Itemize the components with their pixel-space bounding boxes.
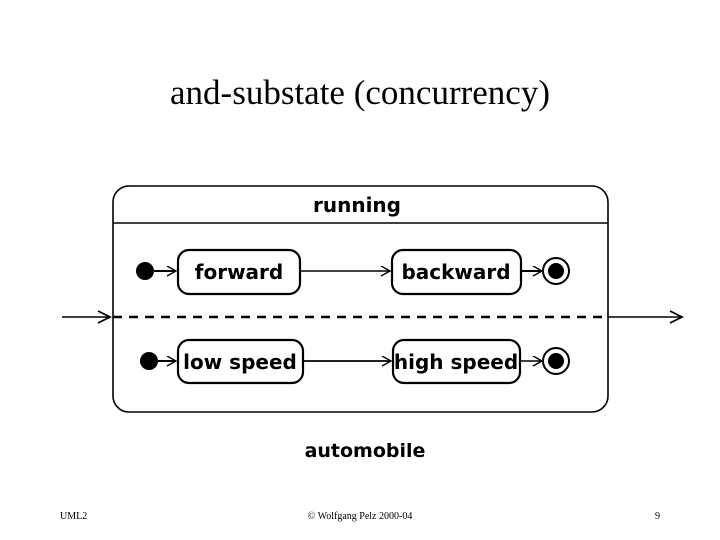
state-forward [176, 248, 302, 296]
state-low-speed-label: low speed [183, 350, 297, 374]
footer-page-number: 9 [655, 511, 660, 522]
initial-state-dot-top [136, 262, 154, 280]
state-forward-label: forward [195, 260, 283, 284]
diagram-caption: automobile [305, 440, 426, 462]
footer-copyright: © Wolfgang Pelz 2000-04 [307, 511, 413, 522]
state-backward-label: backward [401, 260, 510, 284]
final-state-dot-top [548, 263, 564, 279]
final-state-dot-bottom [548, 353, 564, 369]
state-high-speed-label: high speed [394, 350, 518, 374]
composite-state-label: running [313, 193, 401, 217]
initial-state-dot-bottom [140, 352, 158, 370]
footer-left-text: UML2 [60, 511, 88, 522]
page-title: and-substate (concurrency) [170, 73, 550, 112]
